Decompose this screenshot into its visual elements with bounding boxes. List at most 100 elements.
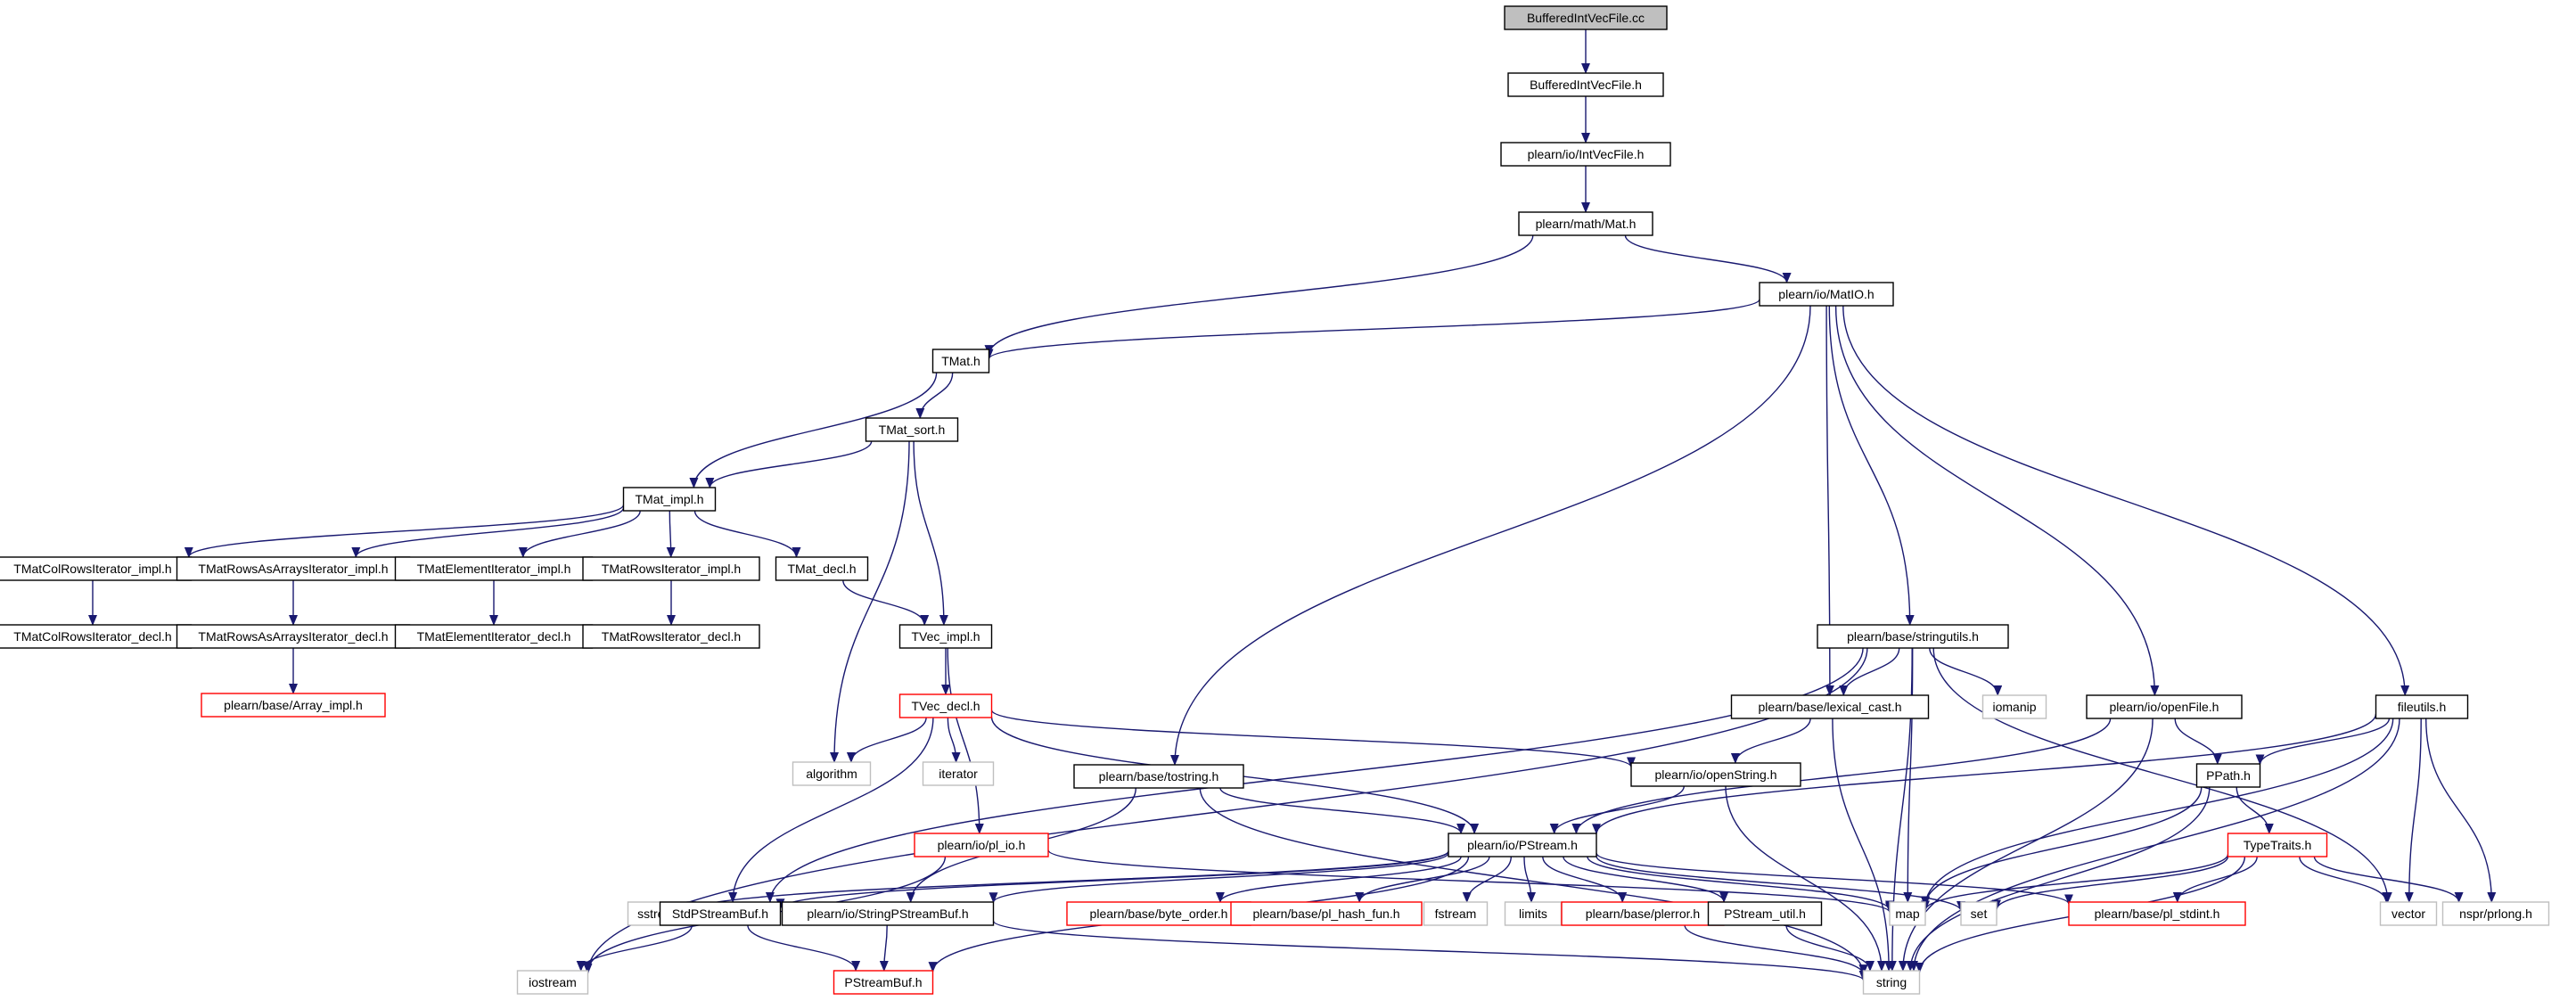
edge-tmat_sort-to-algorithm xyxy=(830,440,910,763)
node-stdpsb[interactable]: StdPStreamBuf.h xyxy=(659,901,782,926)
node-tmei-decl[interactable]: TMatElementIterator_decl.h xyxy=(394,624,594,649)
node-vector: vector xyxy=(2379,901,2438,926)
node-label: plearn/base/plerror.h xyxy=(1586,907,1700,921)
node-label: plearn/io/MatIO.h xyxy=(1778,287,1874,301)
edge-openstring-to-pstream xyxy=(1549,785,1685,834)
edge-typetraits-to-prlong xyxy=(2313,856,2464,903)
node-box xyxy=(865,417,959,442)
node-label: vector xyxy=(2391,907,2425,921)
node-box xyxy=(394,556,594,581)
node-box xyxy=(781,901,995,926)
node-box xyxy=(176,556,411,581)
node-pl-stdint[interactable]: plearn/base/pl_stdint.h xyxy=(2068,901,2246,926)
node-iterator: iterator xyxy=(922,761,995,786)
node-tmat-impl[interactable]: TMat_impl.h xyxy=(622,487,717,512)
node-label: map xyxy=(1895,907,1919,921)
node-box xyxy=(1817,624,2009,649)
node-pstream-util[interactable]: PStream_util.h xyxy=(1707,901,1823,926)
node-pstream[interactable]: plearn/io/PStream.h xyxy=(1448,833,1597,857)
node-label: algorithm xyxy=(806,767,857,781)
node-bivf-h[interactable]: BufferedIntVecFile.h xyxy=(1507,72,1664,97)
edge-fileutils-to-map xyxy=(1921,718,2394,907)
node-byte-order[interactable]: plearn/base/byte_order.h xyxy=(1066,901,1251,926)
edge-tmat_impl-to-tmcri_impl xyxy=(184,504,625,558)
node-label: plearn/io/pl_io.h xyxy=(938,838,1026,852)
node-tmcri-decl[interactable]: TMatColRowsIterator_decl.h xyxy=(0,624,193,649)
node-label: plearn/io/StringPStreamBuf.h xyxy=(807,907,968,921)
node-lexical-cast[interactable]: plearn/base/lexical_cast.h xyxy=(1730,694,1930,719)
edge-pstream-to-plerror xyxy=(1542,856,1628,903)
edge-fileutils-to-pstream xyxy=(1592,713,2377,835)
node-tmri-impl[interactable]: TMatRowsIterator_impl.h xyxy=(582,556,760,581)
edge-tostring-to-string xyxy=(1199,787,1868,976)
node-plerror[interactable]: plearn/base/plerror.h xyxy=(1561,901,1725,926)
node-label: PStream_util.h xyxy=(1724,907,1806,921)
node-box xyxy=(2375,694,2469,719)
node-label: TMatRowsAsArraysIterator_decl.h xyxy=(198,629,388,644)
node-intvecfile[interactable]: plearn/io/IntVecFile.h xyxy=(1500,142,1671,167)
node-tmcri-impl[interactable]: TMatColRowsIterator_impl.h xyxy=(0,556,193,581)
edge-fileutils-to-prlong xyxy=(2425,718,2497,903)
node-label: TMatRowsIterator_decl.h xyxy=(602,629,741,644)
node-iostream: iostream xyxy=(516,970,589,995)
node-tmei-impl[interactable]: TMatElementIterator_impl.h xyxy=(394,556,594,581)
node-tmraai-impl[interactable]: TMatRowsAsArraysIterator_impl.h xyxy=(176,556,411,581)
node-label: StdPStreamBuf.h xyxy=(672,907,768,921)
edge-ppath-to-string xyxy=(1906,786,2211,972)
edge-pstream-to-fstream xyxy=(1462,856,1512,903)
node-box xyxy=(394,624,594,649)
edge-ppath-to-typetraits xyxy=(2236,786,2274,834)
node-label: iomanip xyxy=(1992,700,2036,714)
node-label: plearn/io/openFile.h xyxy=(2110,700,2219,714)
node-tmri-decl[interactable]: TMatRowsIterator_decl.h xyxy=(582,624,760,649)
edge-tmat-to-tmat_sort xyxy=(915,372,954,419)
node-openstring[interactable]: plearn/io/openString.h xyxy=(1630,762,1801,787)
node-array-impl[interactable]: plearn/base/Array_impl.h xyxy=(201,693,386,718)
node-tmraai-decl[interactable]: TMatRowsAsArraysIterator_decl.h xyxy=(176,624,411,649)
node-tmat-decl[interactable]: TMat_decl.h xyxy=(775,556,869,581)
node-tmat[interactable]: TMat.h xyxy=(931,349,990,373)
edge-fileutils-to-vector xyxy=(2404,718,2422,903)
node-mat[interactable]: plearn/math/Mat.h xyxy=(1518,211,1653,236)
node-stringutils[interactable]: plearn/base/stringutils.h xyxy=(1817,624,2009,649)
node-psb[interactable]: PStreamBuf.h xyxy=(833,970,934,995)
node-tvec-decl[interactable]: TVec_decl.h xyxy=(898,693,993,718)
node-root[interactable]: BufferedIntVecFile.cc xyxy=(1504,5,1668,30)
node-box xyxy=(582,556,760,581)
node-label: plearn/io/IntVecFile.h xyxy=(1528,147,1645,161)
node-box xyxy=(1960,901,1998,926)
node-box xyxy=(0,556,193,581)
node-label: plearn/math/Mat.h xyxy=(1536,217,1637,231)
node-typetraits[interactable]: TypeTraits.h xyxy=(2227,833,2328,857)
node-tvec-impl[interactable]: TVec_impl.h xyxy=(898,624,993,649)
edge-stdpsb-to-psb xyxy=(747,924,861,972)
node-strpsb[interactable]: plearn/io/StringPStreamBuf.h xyxy=(781,901,995,926)
edge-matio-to-tostring xyxy=(1170,305,1811,766)
node-tostring[interactable]: plearn/base/tostring.h xyxy=(1073,764,1244,789)
node-box xyxy=(1889,901,1926,926)
node-pl-io[interactable]: plearn/io/pl_io.h xyxy=(914,833,1049,857)
node-fstream: fstream xyxy=(1423,901,1489,926)
node-openfile[interactable]: plearn/io/openFile.h xyxy=(2086,694,2243,719)
edge-tmat_sort-to-tmat_impl xyxy=(705,440,873,488)
edge-pstream_util-to-string xyxy=(1785,924,1875,972)
edge-pstream-to-stdpsb xyxy=(775,850,1449,910)
edge-strpsb-to-string xyxy=(992,920,1868,981)
node-box xyxy=(1423,901,1489,926)
node-label: plearn/base/stringutils.h xyxy=(1847,629,1979,644)
edge-pstream-to-map xyxy=(1587,856,1894,912)
node-box xyxy=(1518,211,1653,236)
node-fileutils[interactable]: fileutils.h xyxy=(2375,694,2469,719)
node-label: plearn/base/Array_impl.h xyxy=(224,698,363,712)
node-tmat-sort[interactable]: TMat_sort.h xyxy=(865,417,959,442)
edge-tmat-to-tmat_impl xyxy=(689,372,938,488)
node-pl-hash-fun[interactable]: plearn/base/pl_hash_fun.h xyxy=(1230,901,1423,926)
node-ppath[interactable]: PPath.h xyxy=(2195,763,2261,788)
node-label: set xyxy=(1971,907,1988,921)
edge-openfile-to-ppath xyxy=(2174,718,2222,765)
node-matio[interactable]: plearn/io/MatIO.h xyxy=(1759,282,1894,307)
node-box xyxy=(1981,694,2047,719)
node-label: nspr/prlong.h xyxy=(2459,907,2532,921)
edge-tmat_impl-to-tmei_impl xyxy=(518,510,641,558)
edge-ppath-to-map xyxy=(1921,786,2203,907)
